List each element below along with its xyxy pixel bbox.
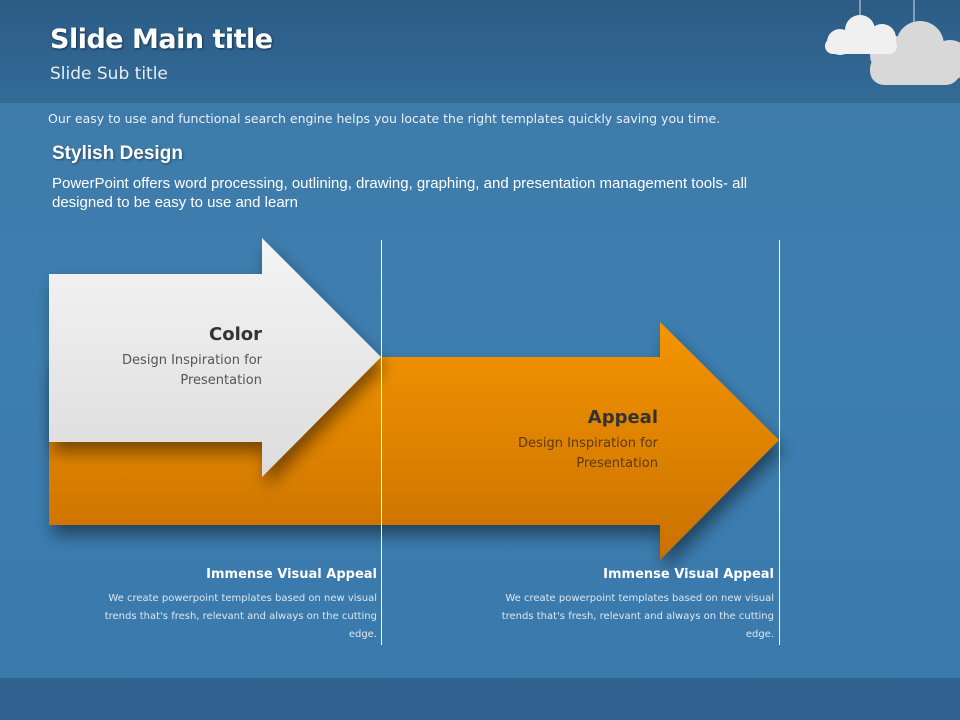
cloud-decoration-icon xyxy=(825,0,960,85)
arrow-title: Color xyxy=(209,324,262,345)
caption-title: Immense Visual Appeal xyxy=(603,567,774,582)
arrow-desc: Design Inspiration for Presentation xyxy=(518,436,658,471)
footer-band xyxy=(0,678,960,720)
slide-main-title: Slide Main title xyxy=(50,24,273,55)
caption-title: Immense Visual Appeal xyxy=(206,567,377,582)
arrow-title: Appeal xyxy=(587,407,658,428)
caption-left: Immense Visual Appeal We create powerpoi… xyxy=(77,567,377,644)
caption-body: We create powerpoint templates based on … xyxy=(501,593,774,640)
arrow-label-appeal: Appeal Design Inspiration for Presentati… xyxy=(498,407,658,474)
header-band xyxy=(0,0,960,103)
tagline: Our easy to use and functional search en… xyxy=(48,111,721,126)
caption-body: We create powerpoint templates based on … xyxy=(104,593,377,640)
arrow-label-color: Color Design Inspiration for Presentatio… xyxy=(100,324,262,391)
arrow-desc: Design Inspiration for Presentation xyxy=(122,353,262,388)
arrow-color xyxy=(49,238,381,477)
divider-line xyxy=(381,240,382,645)
section-body: PowerPoint offers word processing, outli… xyxy=(52,175,748,211)
section-heading: Stylish Design xyxy=(52,143,183,164)
caption-right: Immense Visual Appeal We create powerpoi… xyxy=(474,567,774,644)
slide-sub-title: Slide Sub title xyxy=(50,64,168,84)
divider-line xyxy=(779,240,780,645)
